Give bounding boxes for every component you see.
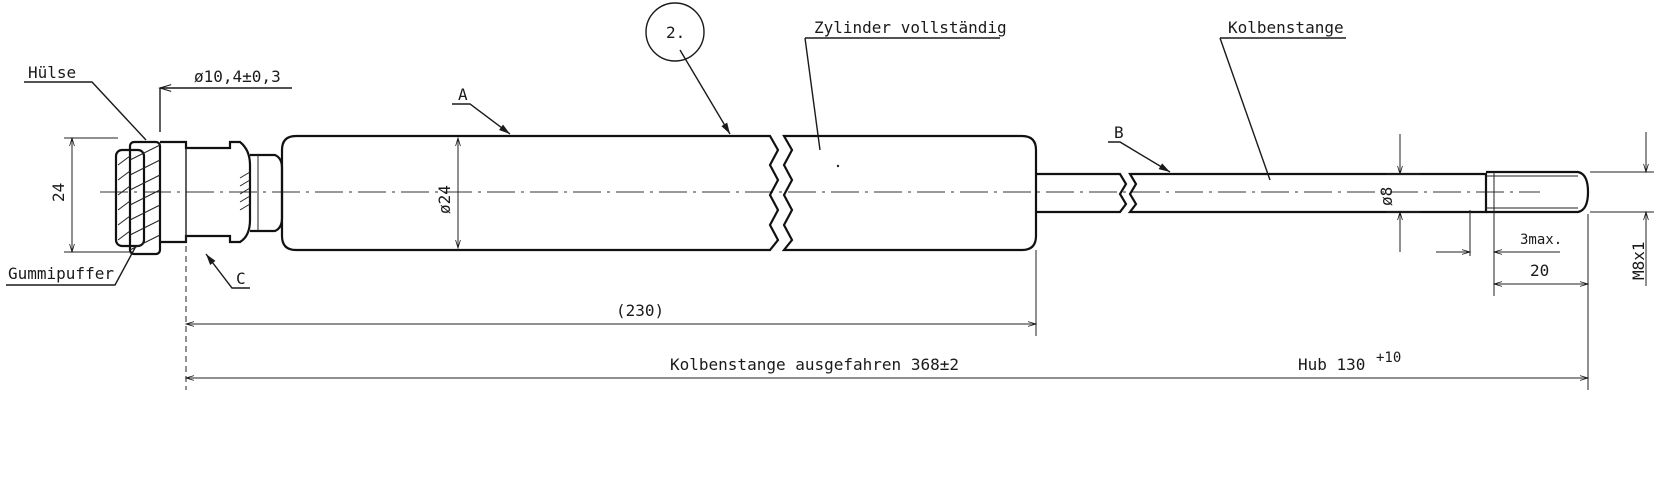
piston-rod <box>1036 170 1590 214</box>
label-diameter-24: ø24 <box>435 185 454 214</box>
label-huelse: Hülse <box>28 63 76 82</box>
label-diameter-sleeve: ø10,4±0,3 <box>194 67 281 86</box>
label-twenty: 20 <box>1530 261 1549 280</box>
rubber-buffer-assembly <box>114 140 162 256</box>
label-ref-b: B <box>1114 123 1124 142</box>
label-piston-rod: Kolbenstange <box>1228 18 1344 37</box>
label-ref-c: C <box>236 269 246 288</box>
label-cylinder: Zylinder vollständig <box>814 18 1007 37</box>
label-item-number: 2. <box>666 23 685 42</box>
label-diameter-8: ø8 <box>1377 187 1396 206</box>
label-ref-a: A <box>458 85 468 104</box>
label-length-230: (230) <box>616 301 664 320</box>
cylinder-body <box>280 134 1038 252</box>
leader-lines <box>6 37 1346 289</box>
label-extended-length: Kolbenstange ausgefahren 368±2 <box>670 355 959 374</box>
item-balloon <box>645 2 705 62</box>
label-rubber-buffer: Gummipuffer <box>8 264 114 283</box>
label-stroke-tolerance: +10 <box>1376 350 1401 366</box>
label-thread: M8x1 <box>1629 241 1648 280</box>
label-height-24: 24 <box>49 183 68 202</box>
label-stroke: Hub 130 <box>1298 355 1365 374</box>
label-three-max: 3max. <box>1520 232 1562 248</box>
dimension-lines <box>64 132 1654 390</box>
